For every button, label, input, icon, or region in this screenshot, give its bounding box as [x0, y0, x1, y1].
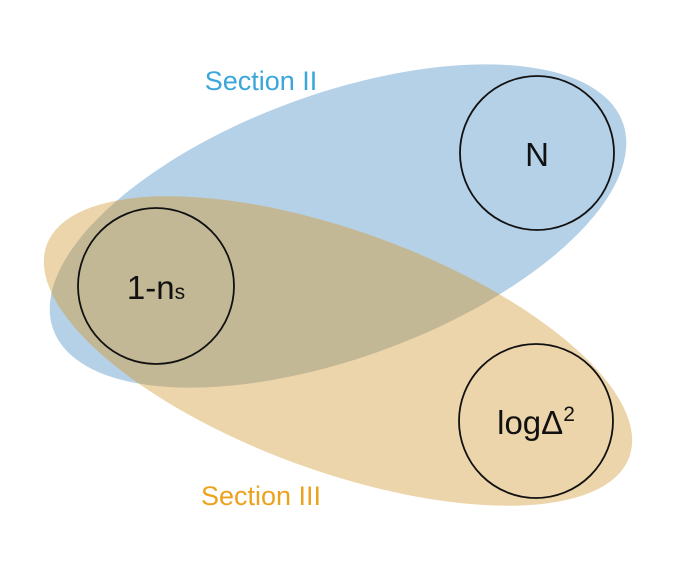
section-iii-label: Section III	[201, 481, 321, 511]
node-delta-circle	[458, 343, 614, 499]
node-delta-label: logΔ2	[497, 403, 575, 441]
node-n-circle	[459, 75, 615, 231]
node-n: N	[459, 75, 615, 231]
node-ns-subscript: s	[175, 281, 186, 304]
node-delta-main: logΔ	[497, 404, 563, 441]
node-delta: logΔ2	[458, 343, 614, 499]
node-n-label: N	[525, 136, 549, 173]
node-ns-label: 1-ns	[127, 269, 185, 306]
node-ns: 1-ns	[77, 207, 235, 365]
node-ns-main: 1-n	[127, 269, 175, 306]
section-ii-label: Section II	[205, 66, 318, 96]
node-delta-superscript: 2	[563, 403, 575, 426]
node-ns-circle	[77, 207, 235, 365]
